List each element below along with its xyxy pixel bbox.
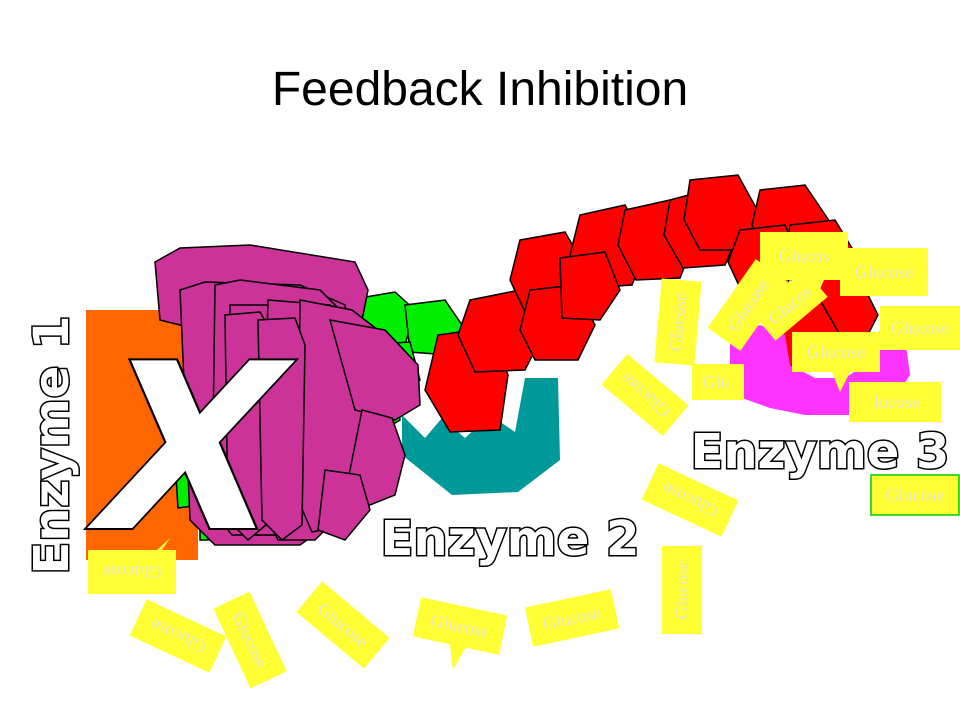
glucose-tag: Glucose xyxy=(129,599,227,673)
enzyme-1-label: Enzyme 1 xyxy=(24,316,80,575)
glucose-tag: Glucose xyxy=(662,546,702,634)
glucose-tag: Glucose xyxy=(880,306,960,350)
svg-text:Glucose: Glucose xyxy=(891,318,950,338)
glucose-tag: Glucose xyxy=(840,248,928,296)
enzyme-2-label: Enzyme 2 xyxy=(381,511,640,567)
glucose-tag: Glucose xyxy=(88,538,176,594)
glucose-tag: Glucos xyxy=(760,232,848,298)
inhibitor-stack xyxy=(154,244,421,546)
svg-text:Glucose: Glucose xyxy=(855,262,914,282)
glucose-tag: Glucose xyxy=(654,278,702,366)
svg-text:Glucos: Glucos xyxy=(779,246,830,266)
svg-text:Glucose: Glucose xyxy=(886,485,945,505)
svg-text:Glucose: Glucose xyxy=(807,342,866,362)
glucose-tag: Glucose xyxy=(296,581,390,669)
svg-text:lucose: lucose xyxy=(874,392,920,412)
glucose-tag: lucose xyxy=(849,382,941,422)
glucose-tag: Glu xyxy=(692,364,744,400)
enzyme-1-shape xyxy=(86,310,198,560)
svg-text:Glucose: Glucose xyxy=(102,562,161,582)
glucose-tag: Glucose xyxy=(524,589,620,647)
glucose-tag: Glucose xyxy=(601,353,689,437)
enzyme-3-label: Enzyme 3 xyxy=(691,424,950,480)
slide-title: Feedback Inhibition xyxy=(271,63,689,116)
glucose-tag: Glucose xyxy=(412,597,508,670)
svg-text:Glucose: Glucose xyxy=(672,560,692,619)
enzyme-2-shape xyxy=(402,378,560,495)
glucose-tag: Glucose xyxy=(792,332,880,392)
glucose-tag: Glucose xyxy=(870,474,960,516)
svg-text:Glu: Glu xyxy=(703,372,730,392)
